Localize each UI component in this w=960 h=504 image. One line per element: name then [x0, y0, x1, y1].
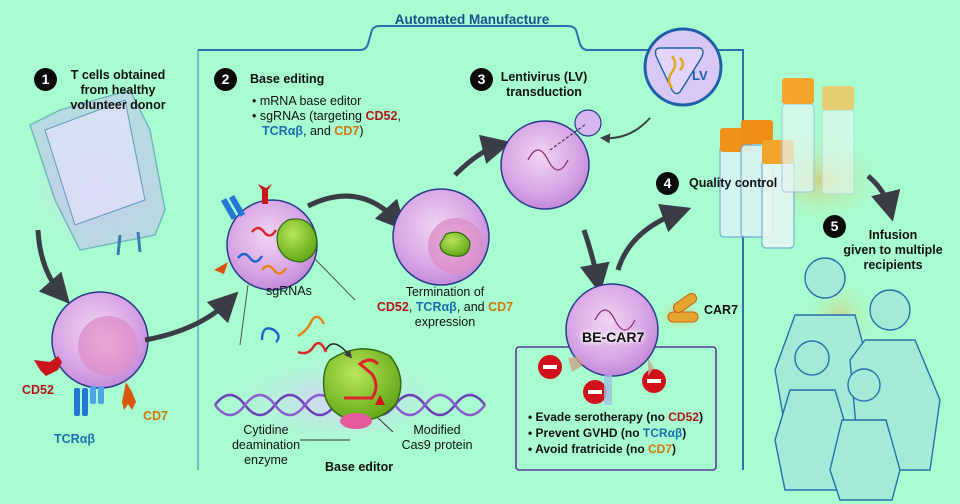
step-2-title: Base editing	[250, 72, 325, 86]
cas9-label: Modified Cas9 protein	[392, 423, 482, 453]
step-5-line-3: recipients	[863, 258, 923, 272]
base-editor-label: Base editor	[325, 460, 394, 474]
bullet-sgrnas-line-2: TCRαβ, and CD7)	[252, 124, 422, 139]
base-editing-cell	[214, 184, 318, 291]
sep: ,	[408, 300, 416, 314]
cd7-receptor-icon	[122, 382, 136, 410]
bullet-sgrnas-text: sgRNAs (targeting	[259, 109, 362, 123]
label-be-car7: BE-CAR7	[582, 329, 645, 345]
outcome-1-target: CD52	[668, 410, 699, 424]
manufacture-panel-border	[198, 25, 744, 470]
step-badge-3: 3	[470, 68, 493, 91]
bullet-sgrnas: sgRNAs (targeting CD52,	[252, 109, 422, 124]
outcome-1: • Evade serotherapy (no CD52)	[528, 410, 703, 424]
label-car7: CAR7	[704, 303, 739, 317]
termination-cd52: CD52	[376, 300, 409, 314]
bullet-mrna: mRNA base editor	[252, 94, 422, 109]
termination-line-1: Termination of	[405, 285, 485, 299]
label-cd52: CD52	[22, 383, 54, 397]
label-sgrnas: sgRNAs	[266, 284, 312, 298]
outcomes-list: • Evade serotherapy (no CD52) • Prevent …	[528, 409, 703, 457]
outcome-3-text: Avoid fratricide (no	[535, 442, 648, 456]
step-3-line-1: Lentivirus (LV)	[500, 70, 588, 84]
transduced-cell	[500, 109, 602, 210]
step-2-bullets: mRNA base editor sgRNAs (targeting CD52,…	[252, 94, 422, 139]
termination-line-3: expression	[414, 315, 476, 329]
panel-title-automated-manufacture: Automated Manufacture	[394, 12, 550, 27]
sep: ,	[397, 109, 401, 123]
cas9-line-1: Modified	[413, 423, 461, 437]
step-5-title: Infusion given to multiple recipients	[838, 228, 948, 273]
step-3-line-2: transduction	[506, 85, 582, 99]
cd52-receptor-icon	[34, 356, 62, 376]
step-1-line-3: volunteer donor	[70, 98, 166, 112]
sep: , and	[303, 124, 335, 138]
step-5-line-1: Infusion	[868, 228, 918, 242]
step-4-title: Quality control	[689, 176, 778, 190]
step-badge-2: 2	[214, 68, 237, 91]
recipients-illustration	[774, 257, 941, 501]
vials-icon	[719, 78, 890, 249]
step-3-title: Lentivirus (LV) transduction	[494, 70, 594, 100]
outcome-3-target: CD7	[648, 442, 673, 456]
sep: )	[672, 442, 677, 456]
sep: )	[359, 124, 364, 138]
label-lv: LV	[692, 68, 708, 83]
t-cell-donor	[34, 291, 149, 416]
sep: )	[682, 426, 687, 440]
termination-label: Termination of CD52, TCRαβ, and CD7 expr…	[360, 285, 530, 330]
target-cd52: CD52	[365, 109, 398, 123]
step-1-line-1: T cells obtained	[70, 68, 166, 82]
step-badge-4: 4	[656, 172, 679, 195]
step-1-line-2: from healthy	[80, 83, 156, 97]
target-tcr: TCRαβ	[262, 124, 304, 138]
termination-tcr: TCRαβ	[415, 300, 457, 314]
step-badge-1: 1	[34, 68, 57, 91]
label-tcr: TCRαβ	[54, 432, 96, 446]
termination-cd7: CD7	[488, 300, 514, 314]
car7-receptor-icon	[654, 292, 706, 335]
outcome-2: • Prevent GVHD (no TCRαβ)	[528, 426, 687, 440]
cytidine-line-1: Cytidine	[243, 423, 289, 437]
outcome-2-target: TCRαβ	[642, 426, 683, 440]
cytidine-label: Cytidine deamination enzyme	[226, 423, 306, 468]
sep: )	[698, 410, 703, 424]
outcome-2-text: Prevent GVHD (no	[535, 426, 643, 440]
step-badge-5: 5	[823, 215, 846, 238]
lentivirus-icon	[643, 27, 723, 107]
target-cd7: CD7	[334, 124, 360, 138]
outcome-1-text: Evade serotherapy (no	[535, 410, 669, 424]
step-1-title: T cells obtained from healthy volunteer …	[58, 68, 178, 113]
edited-cell	[392, 188, 490, 286]
label-cd7: CD7	[143, 409, 169, 423]
sep: , and	[456, 300, 489, 314]
base-editor-dna	[200, 315, 486, 455]
cytidine-line-3: enzyme	[244, 453, 288, 467]
be-car7-cell	[515, 283, 717, 471]
outcome-3: • Avoid fratricide (no CD7)	[528, 442, 677, 456]
cas9-line-2: Cas9 protein	[401, 438, 473, 452]
step-5-line-2: given to multiple	[843, 243, 943, 257]
termination-line-2: CD52, TCRαβ, and CD7	[360, 300, 530, 315]
cytidine-line-2: deamination	[231, 438, 301, 452]
tcr-receptor-icon	[74, 386, 104, 416]
blood-bag-icon	[10, 89, 180, 260]
